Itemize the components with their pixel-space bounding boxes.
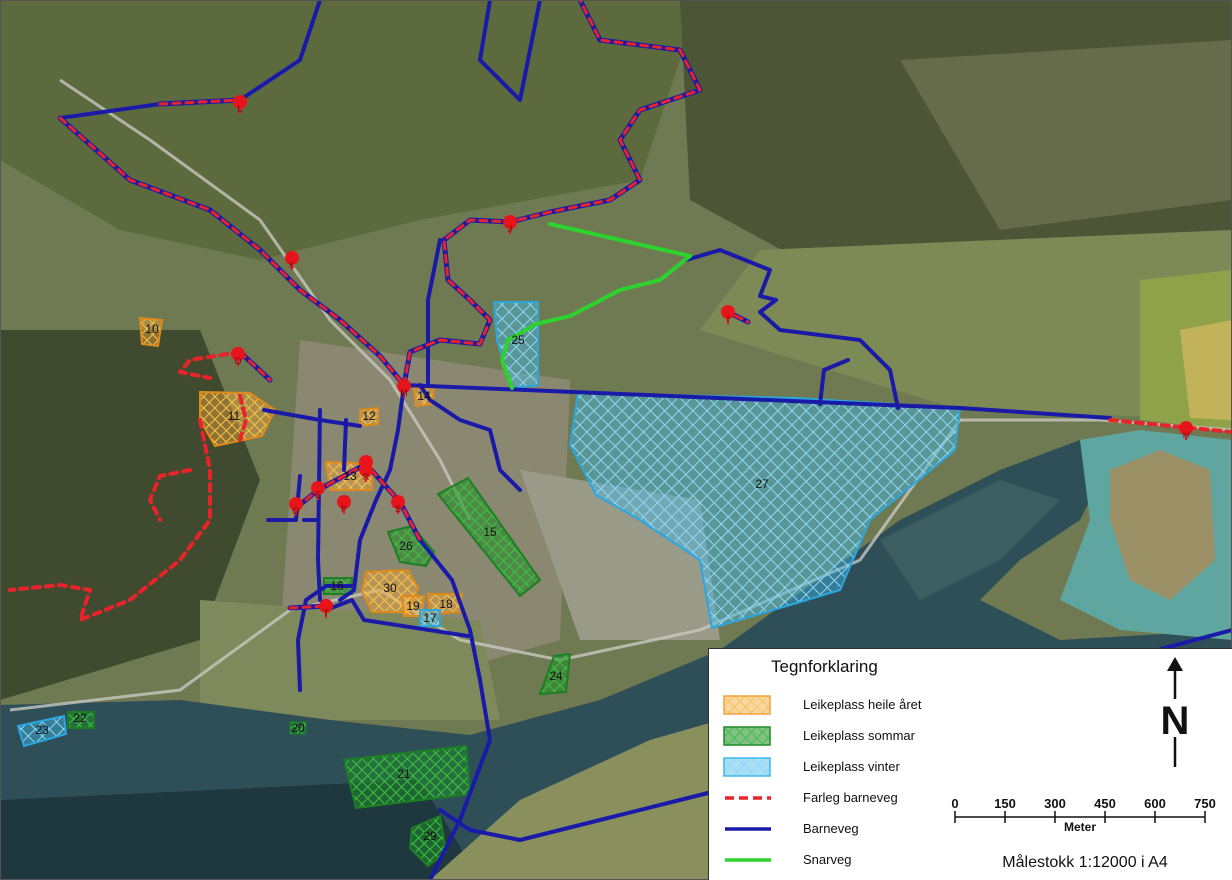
area-label: 26	[399, 539, 413, 553]
crossing-marker-label: T	[323, 608, 329, 618]
crossing-marker-label: P	[341, 504, 347, 514]
crossing-marker[interactable]: J	[503, 215, 517, 234]
area-label: 14	[417, 389, 431, 403]
legend-title: Tegnforklaring	[771, 657, 878, 676]
area-label: 29	[423, 829, 437, 843]
scale-tick-label: 450	[1094, 799, 1116, 811]
area-17[interactable]	[419, 609, 441, 627]
farleg-barneveg	[8, 0, 1232, 622]
crossing-marker-label: K	[289, 260, 295, 270]
crossing-marker[interactable]: R	[359, 463, 373, 482]
area-label: 12	[362, 409, 376, 423]
legend-label: Leikeplass sommar	[803, 728, 915, 743]
crossing-marker[interactable]: K	[285, 251, 299, 270]
area-label: 23	[35, 723, 49, 737]
area-12[interactable]	[359, 406, 379, 428]
crossing-marker-label: E	[315, 490, 321, 500]
crossing-marker[interactable]: S	[391, 495, 405, 514]
area-label: 16	[330, 579, 344, 593]
crossing-marker[interactable]: H	[1179, 421, 1193, 440]
crossing-marker[interactable]: T	[319, 599, 333, 618]
crossing-marker[interactable]: M	[397, 379, 411, 398]
snarveg-routes	[500, 222, 692, 390]
legend-symbol	[725, 796, 771, 800]
legend-symbol	[723, 757, 771, 777]
crossing-marker-label: Q	[292, 506, 299, 516]
legend-label: Leikeplass heile året	[803, 697, 922, 712]
north-letter-bg	[1159, 699, 1191, 737]
scale-tick-label: 150	[994, 799, 1016, 811]
crossing-marker-label: S	[395, 504, 401, 514]
north-arrow: N	[1159, 657, 1191, 767]
crossing-markers: LKOMJINHQEPRST	[231, 95, 1193, 618]
area-label: 30	[383, 581, 397, 595]
scale-unit: Meter	[1064, 820, 1096, 834]
area-29[interactable]	[408, 814, 448, 868]
scale-tick-label: 750	[1194, 799, 1216, 811]
area-25[interactable]	[492, 301, 539, 390]
legend-label: Leikeplass vinter	[803, 759, 900, 774]
area-label: 20	[291, 721, 305, 735]
crossing-marker[interactable]: L	[233, 95, 247, 114]
crossing-marker[interactable]: O	[231, 347, 245, 366]
area-label: 17	[423, 611, 437, 625]
area-label: 11	[228, 409, 241, 423]
south-bank	[430, 720, 720, 880]
legend-label: Snarveg	[803, 852, 852, 867]
crossing-marker[interactable]: I	[721, 305, 735, 324]
crossing-marker-label: R	[363, 472, 370, 482]
area-15[interactable]	[436, 476, 542, 598]
legend-symbol	[723, 726, 771, 746]
scale-tick-label: 0	[951, 799, 958, 811]
crossing-marker[interactable]: P	[337, 495, 351, 514]
crossing-marker[interactable]: E	[311, 481, 325, 500]
area-label: 13	[343, 469, 357, 483]
area-10[interactable]	[138, 316, 164, 348]
crossing-marker-label: O	[234, 356, 241, 366]
area-label: 18	[439, 597, 453, 611]
legend-symbol	[725, 858, 771, 862]
area-label: 19	[406, 599, 420, 613]
scale-tick-label: 600	[1144, 799, 1166, 811]
area-24[interactable]	[538, 652, 572, 696]
area-26[interactable]	[386, 524, 436, 568]
area-label: 22	[73, 711, 87, 725]
area-label: 27	[755, 477, 769, 491]
area-label: 10	[145, 322, 159, 336]
crossing-marker-label: M	[400, 388, 408, 398]
north-arrow-head	[1167, 657, 1183, 671]
crossing-marker-label: J	[508, 224, 513, 234]
scale-caption: Målestokk 1:12000 i A4	[1002, 853, 1168, 871]
legend-symbol	[725, 827, 771, 831]
legend-label: Barneveg	[803, 821, 859, 836]
area-23[interactable]	[16, 714, 68, 748]
crossing-marker-label: L	[237, 104, 242, 114]
area-label: 21	[397, 767, 411, 781]
area-20[interactable]	[289, 721, 307, 735]
legend-symbol	[723, 695, 771, 715]
scale-bar: 0 150 300 450 600 750 Meter Målestokk 1:12000…	[951, 799, 1216, 871]
scale-tick-label: 300	[1044, 799, 1066, 811]
legend-label: Farleg barneveg	[803, 790, 898, 805]
crossing-marker-label: I	[727, 314, 730, 324]
area-label: 24	[549, 669, 563, 683]
area-label: 25	[511, 333, 525, 347]
crossing-marker-label: H	[1183, 430, 1190, 440]
north-letter: N	[1161, 699, 1190, 743]
area-22[interactable]	[67, 711, 95, 729]
crossing-marker[interactable]: Q	[289, 497, 303, 516]
area-label: 15	[483, 525, 497, 539]
play-areas	[16, 301, 962, 868]
